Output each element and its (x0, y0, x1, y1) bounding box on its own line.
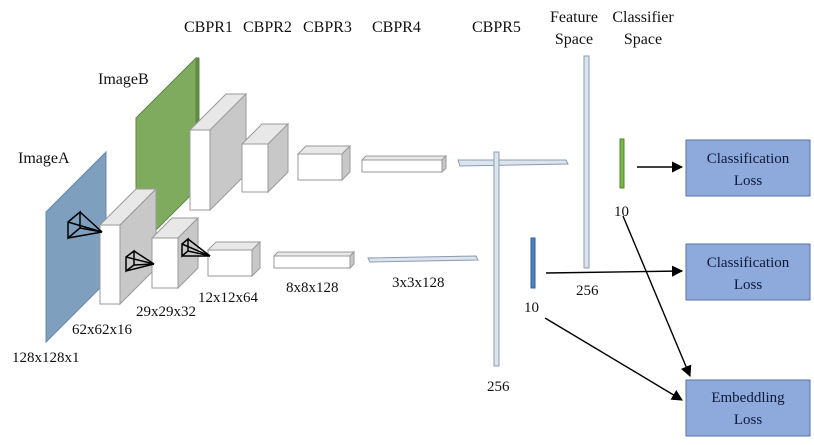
classification-loss-1-line1: Classification (707, 151, 790, 167)
dim-cbpr5: 3x3x128 (392, 275, 445, 291)
dim-fc-a: 256 (487, 379, 510, 395)
dim-cbpr1: 62x62x16 (72, 322, 133, 338)
classifier-vector-a (530, 237, 536, 289)
classification-loss-2-line1: Classification (707, 255, 790, 271)
header-feature-line2: Space (555, 31, 593, 48)
image-b-label: ImageB (98, 71, 149, 88)
dim-cbpr3: 12x12x64 (198, 290, 259, 306)
classifier-vector-b (619, 138, 625, 189)
kernel-pyramid-1 (67, 210, 103, 240)
classification-loss-box-1: Classification Loss (685, 139, 811, 197)
dim-classifier-a: 10 (524, 300, 539, 316)
image-a-label: ImageA (18, 150, 70, 167)
arrow-classifier-b-to-embedding-loss (622, 215, 692, 378)
dim-cbpr4: 8x8x128 (286, 280, 339, 296)
cbpr1-block-b (188, 92, 248, 212)
header-cbpr4: CBPR4 (372, 19, 421, 36)
classification-loss-1-line2: Loss (734, 173, 763, 189)
header-classifier-line1: Classifier (612, 9, 674, 26)
cbpr2-block-a (150, 216, 200, 290)
image-a-plane (45, 150, 107, 344)
arrow-classifier-a-to-embedding-loss (544, 317, 683, 401)
dim-cbpr2: 29x29x32 (136, 304, 196, 320)
dim-fc-b: 256 (576, 283, 599, 299)
branch-b (135, 56, 569, 252)
cbpr2-block-b (240, 122, 290, 194)
header-cbpr5: CBPR5 (472, 19, 521, 36)
arrows (544, 161, 692, 401)
fc-bar-a (493, 151, 500, 367)
cbpr3-block-a (206, 240, 262, 278)
kernel-pyramid-2 (125, 249, 155, 273)
embedding-loss-box: Embeddling Loss (685, 379, 811, 437)
embedding-loss-line1: Embeddling (711, 390, 785, 406)
dim-classifier-b: 10 (614, 204, 629, 220)
classification-loss-2-line2: Loss (734, 277, 763, 293)
cbpr1-block-a (98, 187, 158, 306)
cbpr5-flat-b (457, 159, 569, 167)
cbpr5-flat-a (367, 255, 479, 263)
cbpr4-slab-b (360, 154, 448, 174)
header-feature-line1: Feature (550, 9, 598, 26)
classification-loss-box-2: Classification Loss (685, 243, 811, 301)
fc-bar-b (583, 55, 590, 269)
header-cbpr1: CBPR1 (184, 19, 233, 36)
cbpr3-block-b (296, 144, 352, 182)
arrow-feature-a-to-classification-loss-2 (545, 265, 684, 277)
kernel-pyramid-3 (181, 237, 211, 258)
dim-input: 128x128x1 (12, 350, 80, 366)
cbpr4-slab-a (272, 250, 356, 270)
header-cbpr3: CBPR3 (303, 19, 352, 36)
header-classifier-line2: Space (624, 31, 662, 48)
embedding-loss-line2: Loss (734, 412, 763, 428)
branch-a (45, 150, 479, 344)
header-cbpr2: CBPR2 (243, 19, 292, 36)
